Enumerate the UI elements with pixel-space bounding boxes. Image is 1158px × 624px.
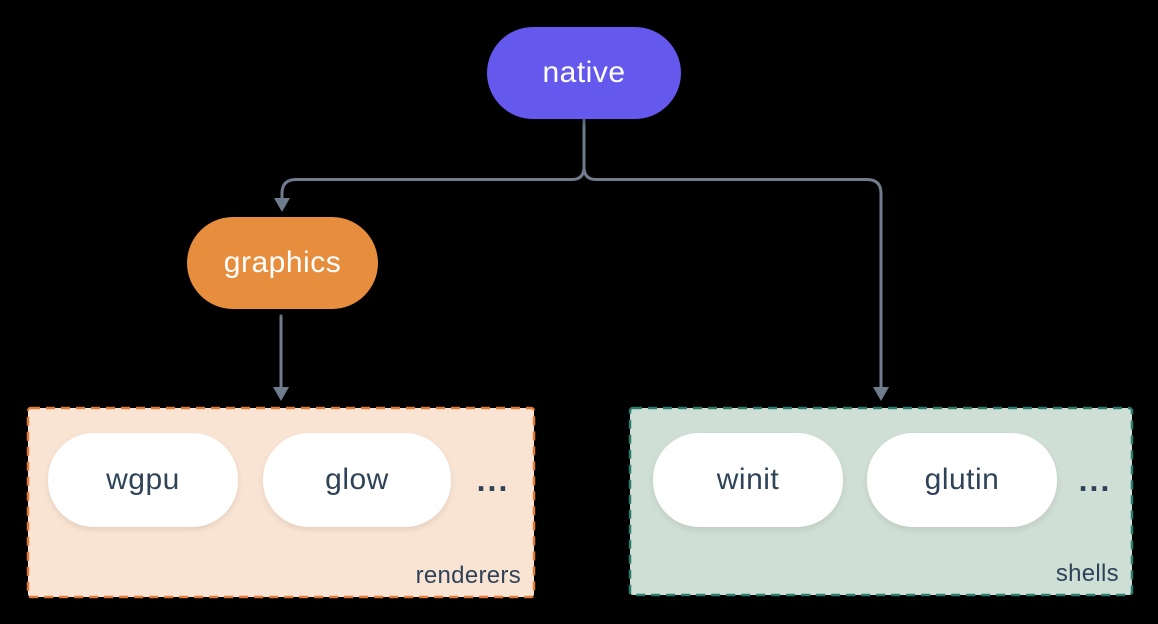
- node-winit-label: winit: [716, 463, 780, 496]
- group-shells: winit glutin ... shells: [629, 407, 1133, 596]
- node-glow-label: glow: [325, 463, 389, 496]
- node-glutin: glutin: [867, 433, 1057, 527]
- node-winit: winit: [653, 433, 843, 527]
- group-renderers: wgpu glow ... renderers: [27, 407, 535, 598]
- node-graphics: graphics: [187, 217, 378, 309]
- node-glutin-label: glutin: [924, 463, 1000, 496]
- node-native: native: [487, 27, 681, 119]
- edge-native-graphics: [280, 116, 586, 201]
- arrowhead-graphics: [274, 198, 290, 212]
- node-wgpu-label: wgpu: [106, 463, 180, 496]
- shells-ellipsis: ...: [1078, 461, 1112, 498]
- node-glow: glow: [263, 433, 451, 527]
- node-native-label: native: [542, 56, 626, 89]
- edge-native-shells: [582, 116, 883, 390]
- node-graphics-label: graphics: [223, 246, 342, 279]
- arrowhead-shells: [873, 387, 889, 401]
- renderers-group-label: renderers: [415, 562, 521, 589]
- renderers-ellipsis: ...: [476, 461, 510, 498]
- shells-group-label: shells: [1055, 560, 1119, 587]
- node-wgpu: wgpu: [48, 433, 238, 527]
- arrowhead-renderers: [273, 387, 289, 401]
